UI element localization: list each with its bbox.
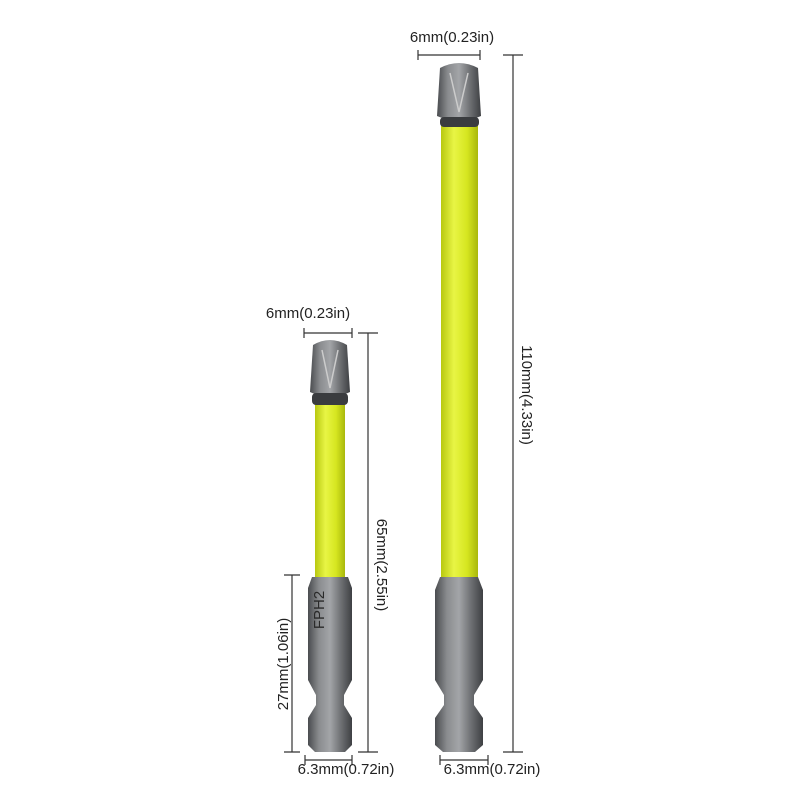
long-bit-length-label: 110mm(4.33in) xyxy=(518,345,535,445)
long-bit-length-line xyxy=(503,54,523,753)
short-bit-phillips-tip xyxy=(310,340,350,397)
short-bit: FPH2 6mm(0.23in) 65mm(2.55in) 27mm(1.06i… xyxy=(266,305,394,778)
long-bit-tip-width-line xyxy=(417,50,481,60)
long-bit-collar xyxy=(440,117,479,127)
long-bit-hex-width-line xyxy=(439,755,489,765)
short-bit-tip-width-label: 6mm(0.23in) xyxy=(266,305,350,322)
short-bit-hex-length-label: 27mm(1.06in) xyxy=(275,618,292,711)
short-bit-length-label: 65mm(2.55in) xyxy=(373,519,390,612)
short-bit-hex-width-line xyxy=(304,755,353,765)
long-bit: 6mm(0.23in) 110mm(4.33in) 6.3mm(0.72in) xyxy=(410,29,540,778)
tip-flute xyxy=(449,72,469,113)
long-bit-hex-width-label: 6.3mm(0.72in) xyxy=(444,761,541,778)
short-bit-shaft xyxy=(315,400,345,580)
long-bit-tip-width-label: 6mm(0.23in) xyxy=(410,29,494,46)
long-bit-hex-shank xyxy=(435,577,483,752)
tip-flute xyxy=(321,349,339,389)
short-bit-marking: FPH2 xyxy=(311,591,328,629)
long-bit-phillips-tip xyxy=(437,63,481,121)
short-bit-hex-width-label: 6.3mm(0.72in) xyxy=(298,761,395,778)
short-bit-hex-shank xyxy=(308,577,352,752)
short-bit-hex-length-line xyxy=(284,574,300,753)
short-bit-tip-width-line xyxy=(303,328,353,338)
short-bit-collar xyxy=(312,393,348,405)
short-bit-length-line xyxy=(358,332,378,753)
long-bit-shaft xyxy=(441,120,478,580)
